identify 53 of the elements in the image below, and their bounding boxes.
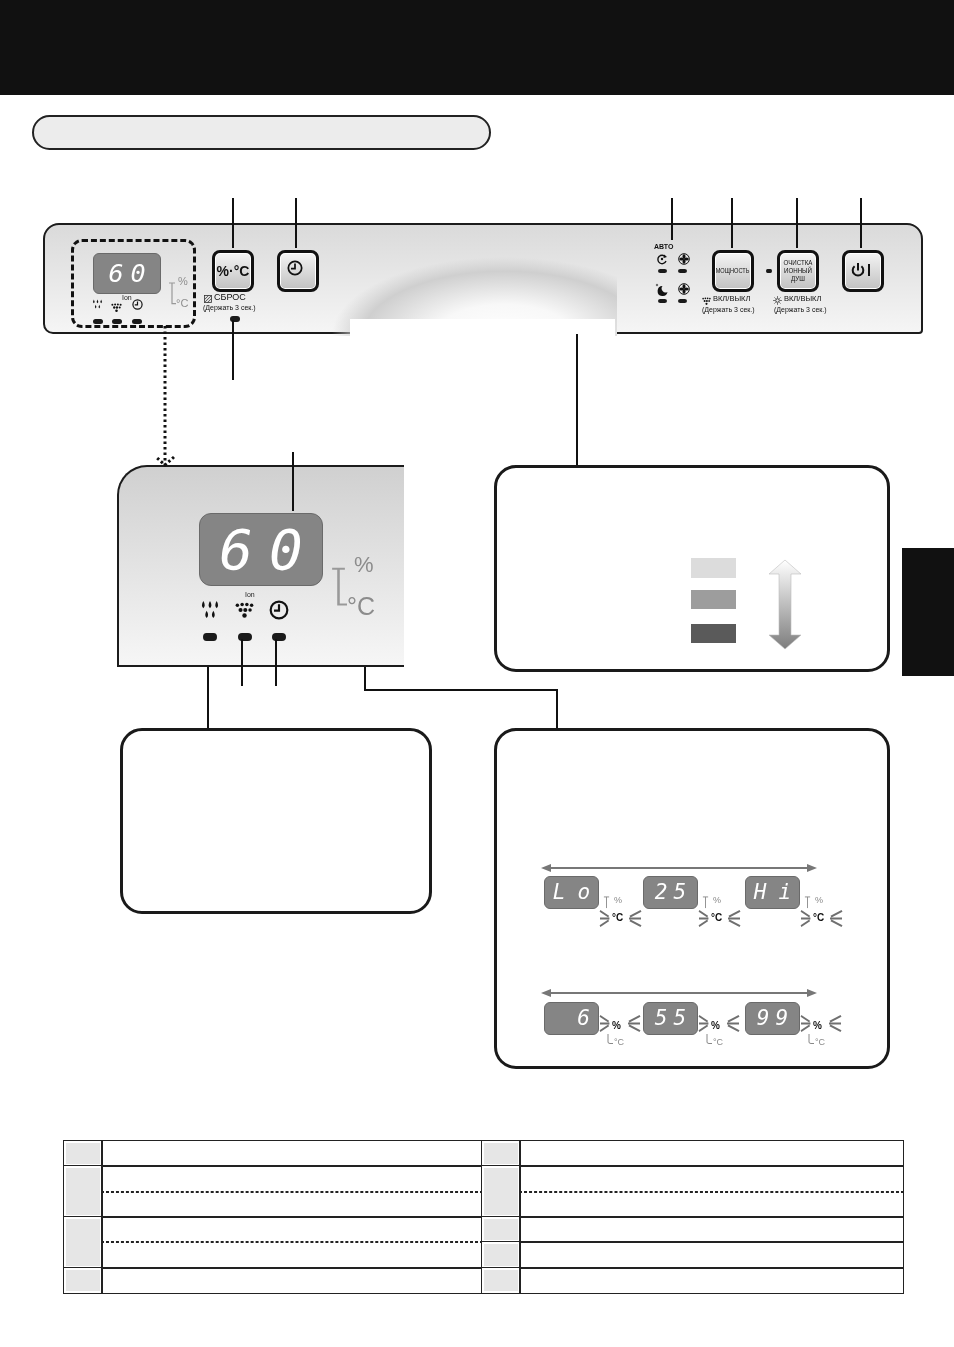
leader-line bbox=[671, 197, 673, 241]
leader-line bbox=[232, 197, 234, 249]
led-display: Hi bbox=[745, 876, 800, 909]
leader-line bbox=[232, 319, 234, 381]
unit-label: °C bbox=[612, 912, 624, 923]
led-display: 6 bbox=[544, 1002, 599, 1035]
leader-line bbox=[731, 197, 733, 249]
dashed-frame bbox=[71, 239, 196, 328]
callout-frame bbox=[494, 728, 890, 1069]
unit-label: °C bbox=[815, 1038, 826, 1048]
unit-label: °C bbox=[347, 593, 376, 621]
timer-button bbox=[277, 250, 319, 292]
indicator-lamp bbox=[272, 633, 286, 641]
leader-line bbox=[860, 197, 862, 249]
leader-line bbox=[241, 638, 243, 687]
unit-label: % bbox=[711, 1020, 720, 1031]
unit-label: °C bbox=[176, 297, 189, 310]
led-display: 60 bbox=[93, 253, 161, 294]
connector-line bbox=[576, 333, 578, 466]
section-heading-bar bbox=[32, 115, 491, 150]
unit-label: °C bbox=[813, 912, 825, 923]
panel-button: %·°C bbox=[212, 250, 254, 292]
led-display: 60 bbox=[199, 513, 323, 586]
unit-label: °C bbox=[713, 1038, 724, 1048]
leader-line bbox=[275, 638, 277, 687]
section-tab bbox=[902, 548, 954, 676]
unit-label: % bbox=[354, 553, 374, 578]
leader-line bbox=[295, 197, 297, 249]
leader-line bbox=[292, 451, 294, 512]
unit-label: % bbox=[813, 1020, 822, 1031]
unit-label: % bbox=[713, 896, 721, 906]
unit-label: % bbox=[612, 1020, 621, 1031]
callout-frame bbox=[120, 728, 432, 914]
control-panel bbox=[43, 223, 923, 334]
dotted-arrow bbox=[154, 326, 176, 467]
function-label: СБРОС bbox=[214, 293, 246, 303]
leader-line bbox=[796, 197, 798, 249]
unit-label: % bbox=[614, 896, 622, 906]
connector-line bbox=[364, 666, 558, 729]
indicator-lamp bbox=[238, 633, 252, 641]
connector-line bbox=[207, 666, 209, 729]
unit-label: % bbox=[815, 896, 823, 906]
enlarged-panel bbox=[117, 465, 404, 667]
led-display: 55 bbox=[643, 1002, 698, 1035]
unit-label: % bbox=[178, 275, 188, 288]
unit-label: °C bbox=[614, 1038, 625, 1048]
power-button bbox=[842, 250, 884, 292]
indicator-lamp bbox=[230, 316, 240, 322]
unit-label: °C bbox=[711, 912, 723, 923]
led-display: Lo bbox=[544, 876, 599, 909]
led-display: 99 bbox=[745, 1002, 800, 1035]
led-display: 25 bbox=[643, 876, 698, 909]
callout-frame bbox=[494, 465, 890, 672]
